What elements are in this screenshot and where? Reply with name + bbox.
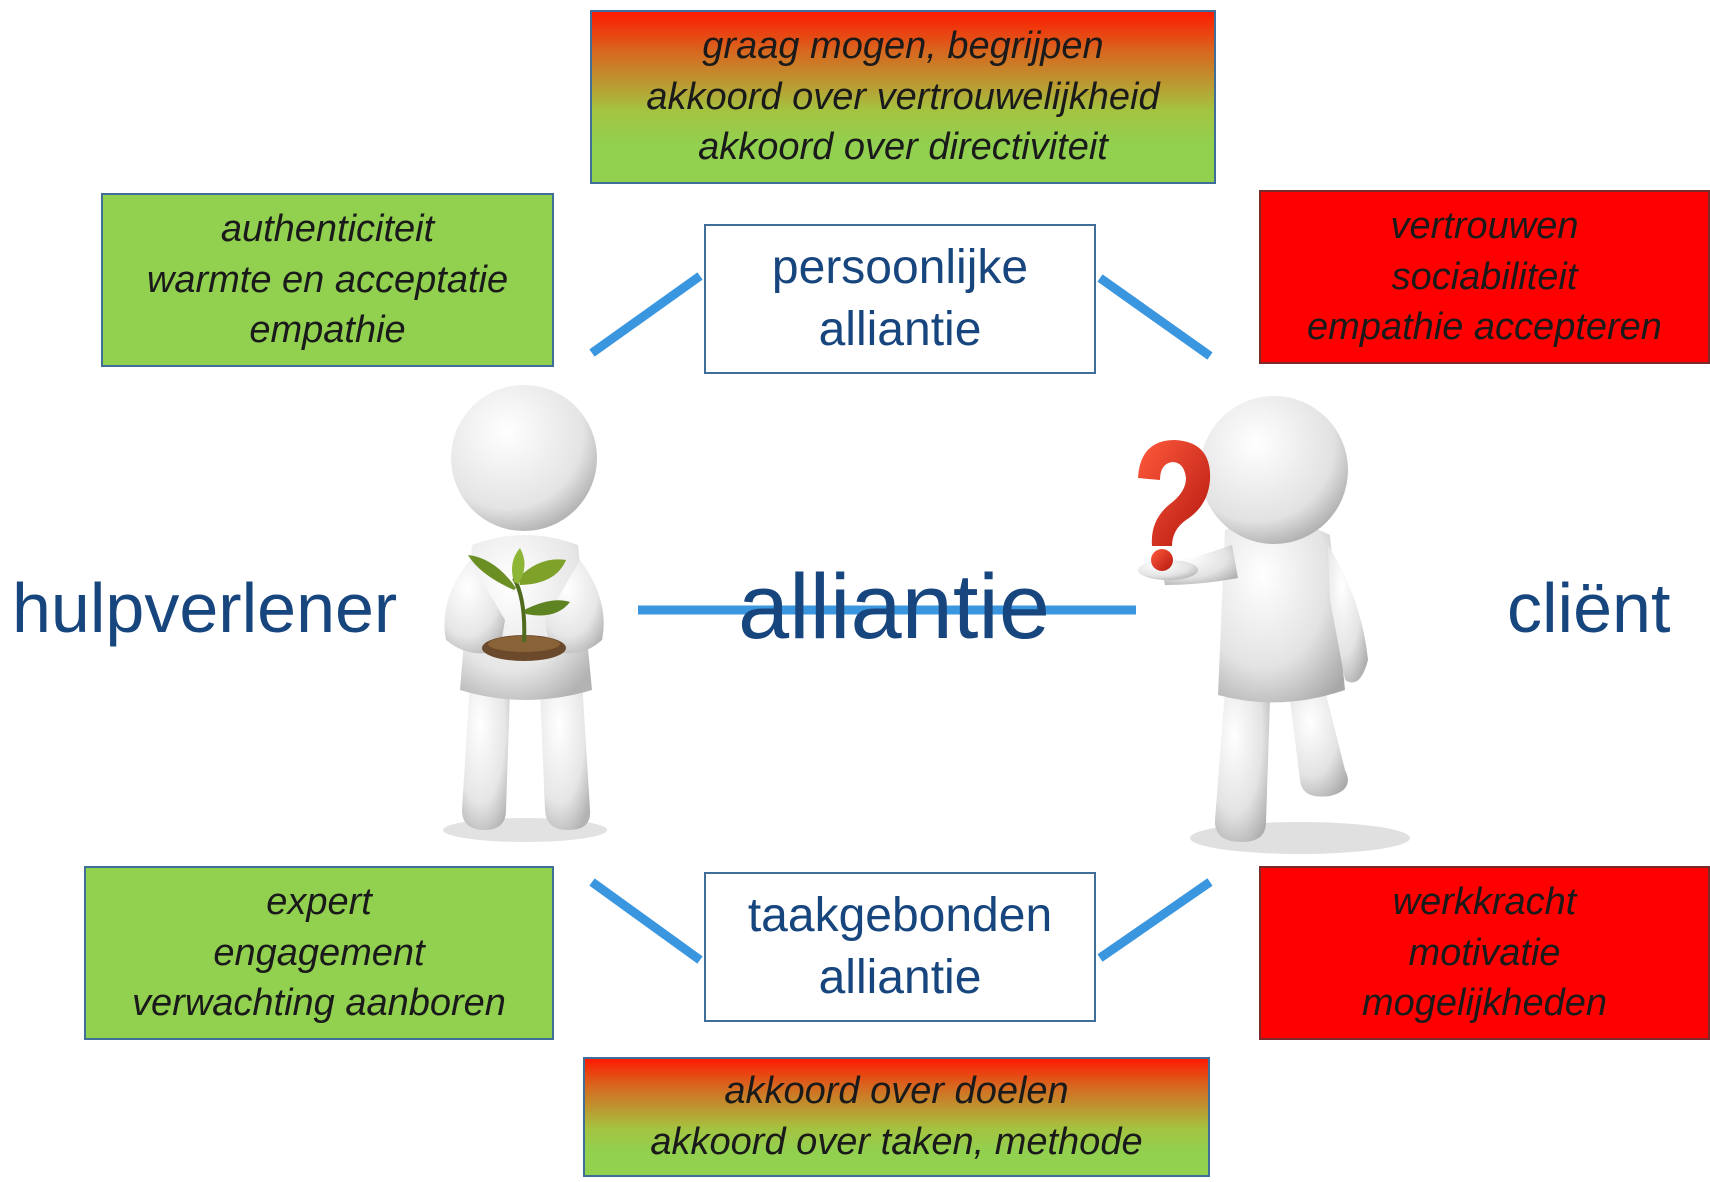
- text-line: mogelijkheden: [1361, 982, 1608, 1025]
- connector-bottom-right: [1097, 878, 1213, 962]
- helper-label: hulpverlener: [12, 569, 398, 647]
- text-line: werkkracht: [1392, 880, 1577, 923]
- question-mark-icon: [1138, 440, 1211, 571]
- center-alliance-label: alliantie: [738, 556, 1050, 658]
- text-line: alliantie: [818, 303, 982, 356]
- text-line: taakgebonden: [747, 888, 1053, 942]
- client-personal-qualities-box: vertrouwen sociabiliteit empathie accept…: [1259, 190, 1710, 364]
- text-line: akkoord over directiviteit: [698, 126, 1108, 169]
- text-line: expert: [266, 880, 372, 923]
- text-line: motivatie: [1408, 931, 1561, 974]
- text-line: empathie: [249, 309, 406, 352]
- text-line: warmte en acceptatie: [146, 258, 509, 301]
- task-alliance-box: taakgebonden alliantie: [704, 872, 1096, 1022]
- helper-task-qualities-box: expert engagement verwachting aanboren: [84, 866, 554, 1040]
- text-line: alliantie: [818, 951, 982, 1004]
- text-line: akkoord over taken, methode: [650, 1121, 1143, 1163]
- agreement-bond-box-top: graag mogen, begrijpen akkoord over vert…: [590, 10, 1216, 184]
- text-line: akkoord over vertrouwelijkheid: [646, 75, 1160, 118]
- text-line: engagement: [213, 931, 425, 974]
- text-line: persoonlijke: [771, 240, 1029, 294]
- text-line: empathie accepteren: [1307, 306, 1662, 349]
- connector-top-left: [589, 272, 703, 357]
- text-line: authenticiteit: [220, 207, 435, 250]
- connector-bottom-left: [589, 878, 703, 964]
- text-line: vertrouwen: [1390, 204, 1579, 247]
- client-label: cliënt: [1507, 569, 1671, 647]
- client-task-qualities-box: werkkracht motivatie mogelijkheden: [1259, 866, 1710, 1040]
- agreement-bond-box-bottom: akkoord over doelen akkoord over taken, …: [583, 1057, 1210, 1177]
- helper-personal-qualities-box: authenticiteit warmte en acceptatie empa…: [101, 193, 554, 367]
- text-line: verwachting aanboren: [132, 982, 506, 1025]
- personal-alliance-box: persoonlijke alliantie: [704, 224, 1096, 374]
- text-line: akkoord over doelen: [724, 1070, 1069, 1113]
- connector-top-right: [1097, 274, 1213, 360]
- text-line: sociabiliteit: [1391, 255, 1578, 298]
- text-line: graag mogen, begrijpen: [702, 24, 1104, 67]
